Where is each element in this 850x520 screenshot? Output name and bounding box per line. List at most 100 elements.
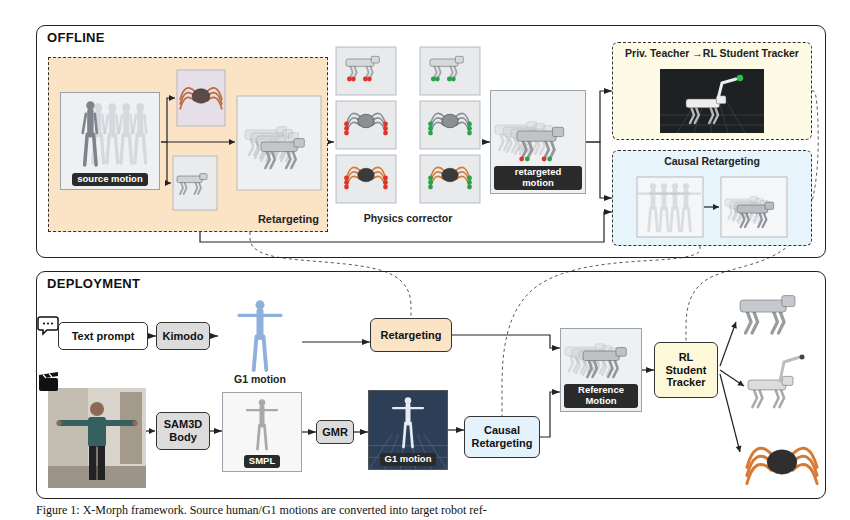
illustration-part — [690, 106, 694, 123]
illustration-part — [180, 88, 222, 109]
illustration-part — [714, 106, 718, 123]
illustration-part — [695, 106, 699, 123]
illustration-part — [344, 131, 349, 136]
illustration-part — [133, 115, 146, 133]
illustration-part — [741, 212, 745, 227]
illustration-part — [782, 376, 793, 385]
illustration — [334, 45, 482, 227]
illustration-part — [173, 156, 217, 210]
illustration-part — [344, 180, 349, 185]
illustration-part — [291, 150, 295, 168]
illustration-part — [239, 300, 281, 370]
illustration-part — [718, 79, 736, 99]
illustration-part — [525, 157, 530, 162]
illustration-part — [358, 114, 375, 128]
illustration-part — [495, 122, 564, 162]
illustration-part — [467, 131, 472, 136]
illustration-part — [184, 181, 187, 194]
illustration-part — [38, 317, 58, 334]
illustration-part — [133, 103, 146, 163]
illustration-part — [593, 359, 597, 377]
illustration-part — [747, 448, 817, 483]
illustration-part — [347, 113, 386, 133]
illustration-part — [763, 212, 767, 227]
image-panel: retargeted motion — [490, 90, 586, 194]
illustration-part — [123, 113, 129, 135]
illustration-part — [229, 139, 235, 145]
illustration-part — [351, 77, 356, 82]
illustration-part — [660, 69, 764, 133]
illustration-part — [254, 336, 267, 370]
figure-caption: Figure 1: X-Morph framework. Source huma… — [36, 503, 487, 517]
illustration-part — [793, 464, 817, 483]
illustration-part — [265, 150, 269, 168]
box-label: Retargeting — [380, 329, 441, 342]
illustration-part — [56, 420, 61, 425]
illustration-part — [442, 114, 459, 128]
illustration-part — [207, 97, 221, 108]
dashed-group: Retargetingsource motion — [48, 57, 328, 232]
illustration-part — [83, 101, 97, 165]
process-box: Causal Retargeting — [464, 416, 540, 458]
illustration-part — [43, 374, 52, 378]
image-panel: SMPL — [222, 392, 302, 472]
illustration-part — [39, 372, 58, 379]
illustration-part — [383, 180, 388, 185]
illustration-part — [90, 402, 104, 416]
illustration-part — [779, 310, 785, 333]
illustration-part — [161, 141, 235, 142]
illustration-part — [682, 208, 691, 231]
illustration-part — [39, 378, 58, 391]
illustration-part — [552, 127, 563, 136]
illustration-part — [542, 157, 547, 162]
illustration-part — [507, 135, 511, 153]
illustration-part — [428, 180, 433, 185]
illustration-part — [336, 101, 396, 149]
illustration-part — [371, 56, 379, 63]
illustration-part — [258, 425, 267, 449]
illustration-part — [737, 75, 743, 81]
illustration-part — [737, 380, 744, 386]
illustration-part — [467, 122, 472, 127]
illustration-part — [672, 183, 701, 231]
illustration-part — [121, 134, 132, 163]
illustration-part — [451, 77, 456, 82]
illustration-part — [169, 95, 175, 101]
dashed-group: Causal Retargeting — [612, 150, 812, 246]
illustration-part — [161, 70, 321, 210]
illustration-part — [721, 177, 787, 237]
illustration-part — [725, 99, 745, 133]
illustration-part — [583, 351, 619, 361]
illustration-part — [758, 388, 763, 407]
illustration-part — [672, 192, 701, 194]
illustration-part — [83, 114, 97, 133]
illustration-part — [767, 450, 797, 474]
illustration-part — [753, 388, 758, 407]
illustration-part — [522, 139, 527, 159]
illustration-part — [223, 393, 301, 471]
illustration-part — [192, 89, 210, 103]
illustration-part — [344, 126, 349, 131]
panel: OFFLINERetargetingsource motionPhysics c… — [36, 25, 826, 258]
arrow-connector — [328, 141, 334, 142]
box-label: Causal Retargeting — [469, 424, 535, 449]
illustration-part — [671, 208, 680, 231]
illustration-part — [347, 167, 386, 187]
dashed-group: Priv. Teacher →RL Student Tracker — [612, 42, 812, 140]
illustration-part — [98, 446, 106, 480]
illustration-part — [271, 150, 275, 168]
illustration-part — [745, 212, 749, 227]
illustration-part — [383, 185, 388, 190]
illustration-part — [367, 77, 372, 82]
illustration-part — [758, 212, 762, 227]
illustration-part — [467, 180, 472, 185]
illustration-part — [247, 409, 277, 411]
illustration-part — [83, 101, 147, 165]
process-box: Kimodo — [156, 322, 210, 350]
illustration-part — [420, 47, 480, 95]
group-label: Physics corrector — [364, 212, 453, 224]
illustration-part — [194, 181, 197, 194]
illustration-part — [613, 359, 617, 377]
illustration-part — [261, 142, 297, 152]
